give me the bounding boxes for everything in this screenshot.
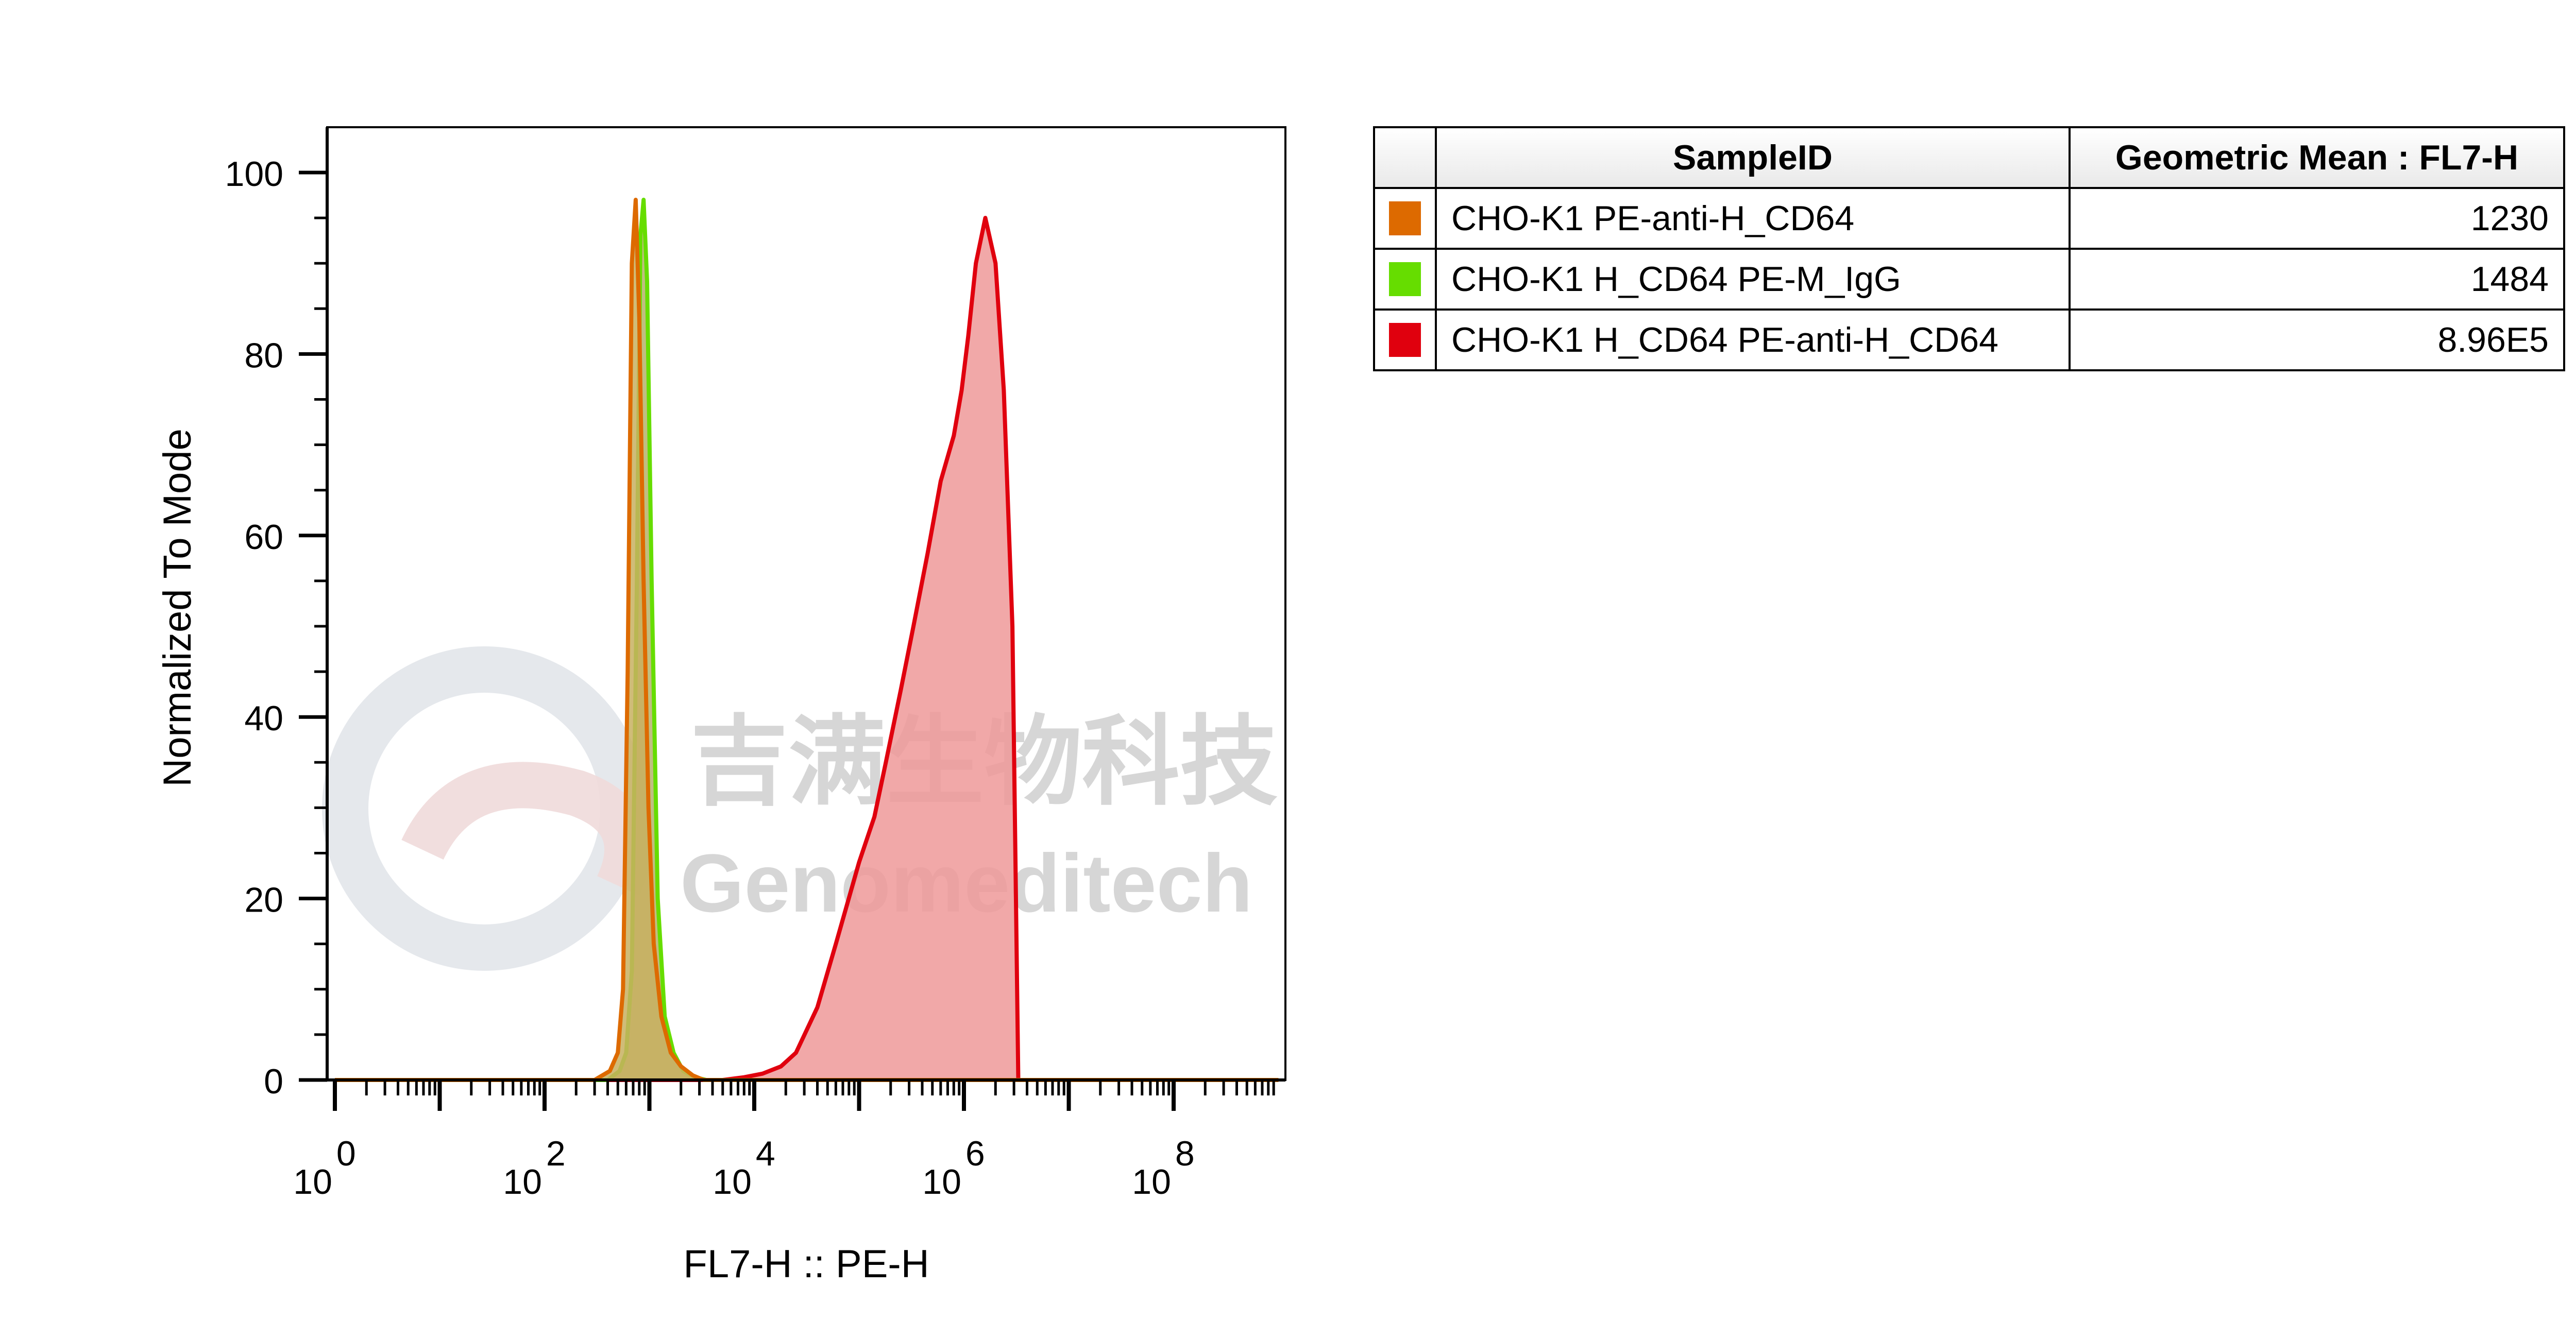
x-tick-label: 104 [713,1134,775,1202]
y-axis: 0 20 40 60 80 100 [225,127,329,1101]
header-geometric-mean: Geometric Mean : FL7-H [2069,126,2565,189]
series-line-0 [335,216,1279,1082]
sample-id-cell: CHO-K1 PE-anti-H_CD64 [1435,187,2071,250]
y-axis-label: Normalized To Mode [156,428,199,787]
x-tick-label: 102 [503,1134,565,1202]
table-row: CHO-K1 H_CD64 PE-anti-H_CD64 8.96E5 [1373,308,2565,371]
series-group [335,197,1279,1082]
x-axis: 100 102 104 106 108 [293,1078,1285,1202]
x-tick-label: 106 [922,1134,985,1202]
watermark: 吉满生物科技 Genomeditech [322,646,1278,971]
stats-table: SampleID Geometric Mean : FL7-H CHO-K1 P… [1373,126,2565,371]
color-swatch [1389,262,1421,296]
table-row: CHO-K1 PE-anti-H_CD64 1230 [1373,187,2565,250]
x-tick-label: 100 [293,1134,355,1202]
table-row: CHO-K1 H_CD64 PE-M_IgG 1484 [1373,248,2565,311]
y-tick-label: 40 [244,699,283,738]
sample-id-cell: CHO-K1 H_CD64 PE-anti-H_CD64 [1435,308,2071,371]
series-line-2 [335,197,1279,1082]
row-swatch-cell [1373,248,1437,311]
geometric-mean-cell: 1484 [2069,248,2565,311]
y-tick-label: 0 [264,1062,283,1101]
header-swatch-cell [1373,126,1437,189]
geometric-mean-cell: 8.96E5 [2069,308,2565,371]
x-tick-label: 108 [1132,1134,1194,1202]
row-swatch-cell [1373,308,1437,371]
y-tick-label: 60 [244,518,283,557]
sample-id-cell: CHO-K1 H_CD64 PE-M_IgG [1435,248,2071,311]
x-axis-label: FL7-H :: PE-H [683,1242,929,1286]
row-swatch-cell [1373,187,1437,250]
y-tick-label: 100 [225,155,283,194]
stats-table-header-row: SampleID Geometric Mean : FL7-H [1373,126,2565,189]
header-sample-id: SampleID [1435,126,2071,189]
geometric-mean-cell: 1230 [2069,187,2565,250]
color-swatch [1389,201,1421,235]
color-swatch [1389,323,1421,357]
y-tick-label: 80 [244,336,283,375]
y-tick-label: 20 [244,881,283,920]
